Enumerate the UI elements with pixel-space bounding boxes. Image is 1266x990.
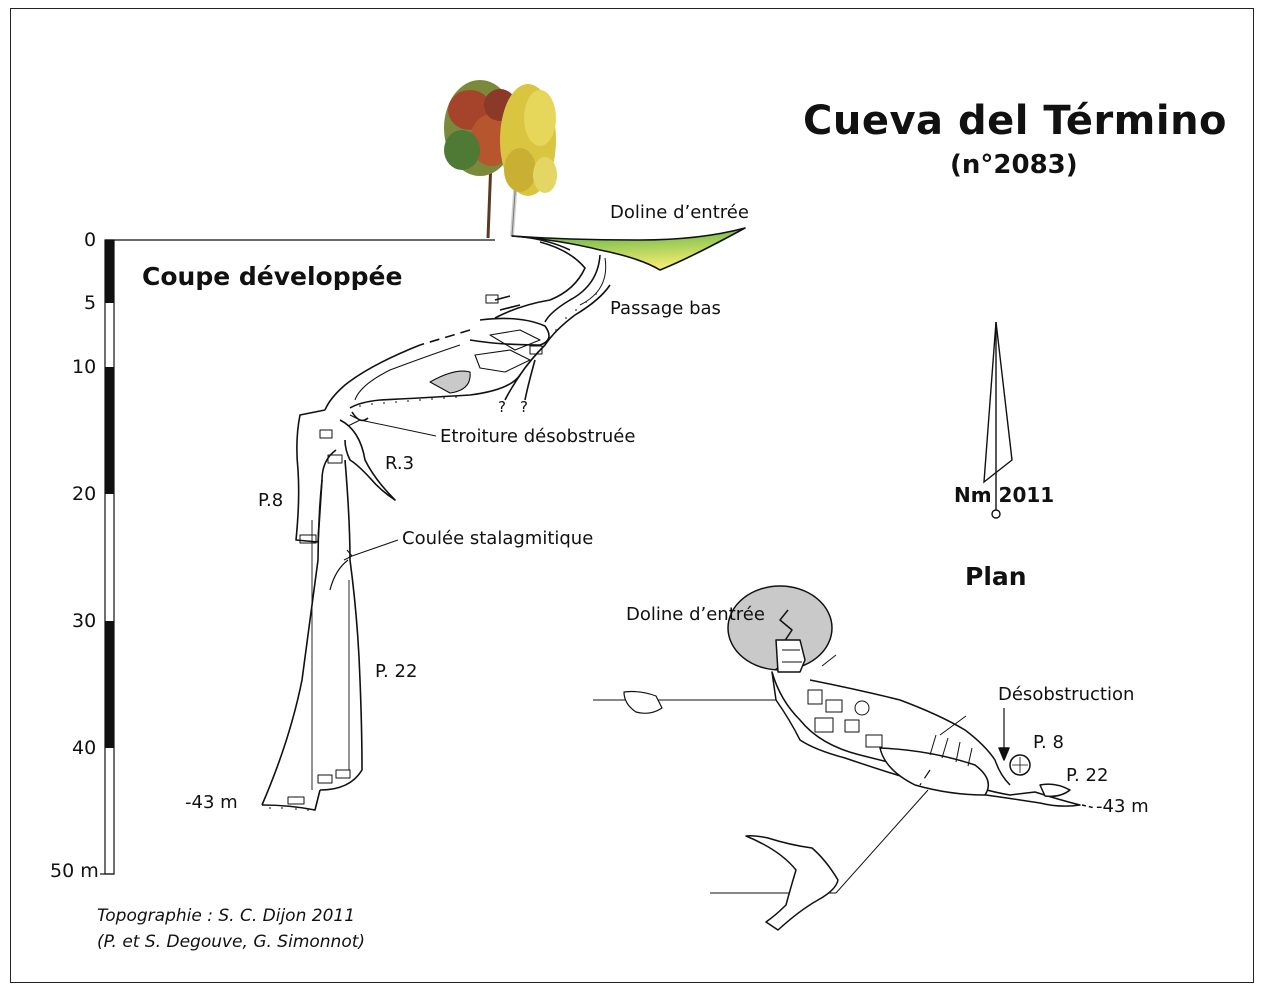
profile-section [261, 227, 746, 811]
north-arrow-icon [983, 321, 1013, 519]
profile-section-title: Coupe développée [142, 262, 403, 291]
profile-label-coulee: Coulée stalagmitique [402, 528, 594, 549]
credit-line-2: (P. et S. Degouve, G. Simonnot) [97, 932, 366, 952]
map-title: Cueva del Término [803, 98, 1228, 144]
trees-illustration [444, 80, 557, 239]
plan-label-desobstruction: Désobstruction [998, 684, 1135, 705]
scale-tick-40: 40 [72, 737, 97, 759]
profile-label-passage: Passage bas [610, 298, 721, 319]
north-label: Nm 2011 [954, 483, 1055, 507]
credit-line-1: Topographie : S. C. Dijon 2011 [97, 906, 356, 926]
profile-label-doline: Doline d’entrée [610, 202, 749, 223]
profile-question-mark: ? [498, 398, 506, 416]
floor-stipple [269, 293, 597, 811]
profile-label-depth: -43 m [185, 792, 238, 813]
plan-label-depth: -43 m [1096, 796, 1149, 817]
scale-tick-0: 0 [84, 229, 97, 251]
plan-section [593, 585, 1096, 931]
scale-tick-30: 30 [72, 610, 97, 632]
plan-label-doline: Doline d’entrée [626, 604, 765, 625]
profile-label-r3: R.3 [385, 453, 415, 474]
profile-label-p8: P.8 [258, 490, 284, 511]
scale-tick-5: 5 [84, 292, 97, 314]
plan-label-p8: P. 8 [1033, 732, 1064, 753]
map-subtitle: (n°2083) [950, 150, 1078, 180]
scale-tick-20: 20 [72, 483, 97, 505]
map-frame [10, 8, 1254, 983]
profile-label-p22: P. 22 [375, 661, 418, 682]
profile-label-etroiture: Etroiture désobstruée [440, 426, 636, 447]
depth-scale [100, 239, 495, 875]
scale-tick-10: 10 [72, 356, 97, 378]
scale-tick-50: 50 m [50, 860, 99, 882]
plan-section-title: Plan [965, 562, 1027, 591]
profile-question-mark: ? [520, 398, 528, 416]
plan-label-p22: P. 22 [1066, 765, 1109, 786]
